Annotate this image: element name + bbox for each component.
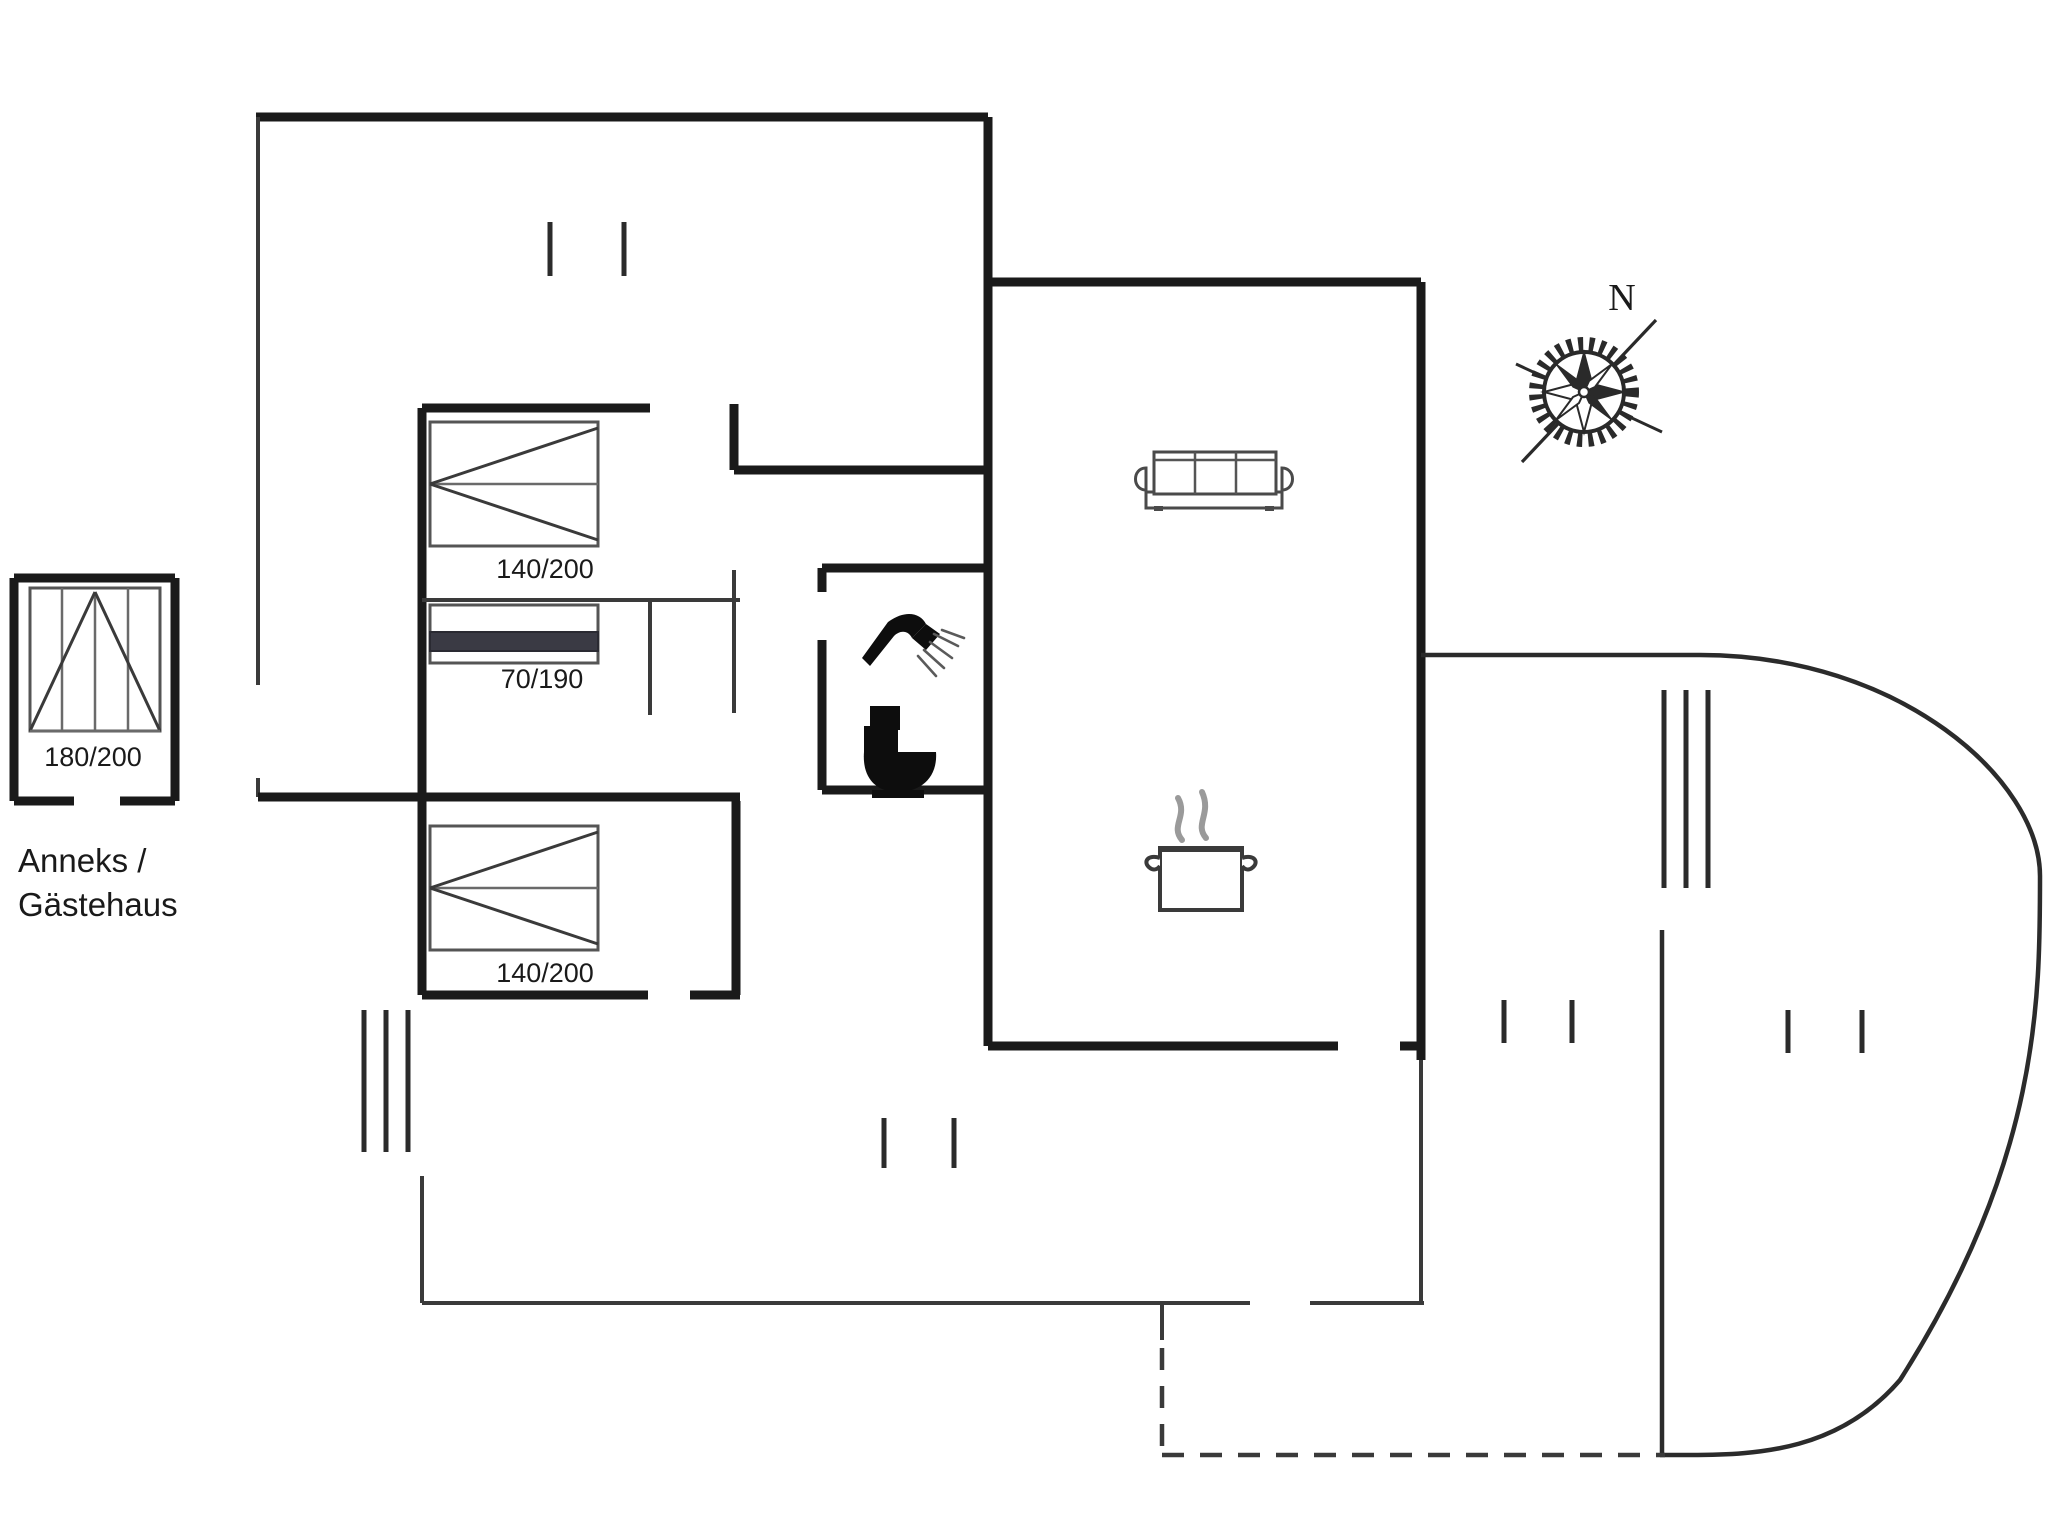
pot-handle-left (1144, 855, 1162, 872)
shower-icon (862, 613, 966, 678)
terrace-arc-outline (1689, 652, 2043, 1458)
compass-star (1540, 349, 1627, 436)
pot-steam-left (1174, 795, 1185, 843)
bedroom-block-walls (258, 403, 741, 1000)
south-steps-marker (361, 1010, 411, 1152)
compass-north-label: N (1608, 277, 1635, 319)
bed-140-200-south: 140/200 (428, 824, 600, 988)
sofa-arm-right (1280, 466, 1294, 492)
shower-spray (916, 628, 966, 678)
main-house-outer-walls (256, 112, 1426, 1060)
bed-south-diagonal-lower (429, 886, 599, 946)
cooking-pot-icon (1144, 789, 1258, 912)
annex-building: 180/200 Anneks / Gästehaus (9, 573, 180, 923)
annex-bed-diagonal-right (93, 591, 162, 732)
bed-single-mattress-bar (429, 631, 599, 652)
south-window-marks (881, 1118, 957, 1168)
bed-south-dimension-label: 140/200 (496, 958, 594, 988)
compass-rose-icon (1515, 318, 1663, 464)
toilet-bowl (863, 752, 937, 792)
terrace-steps-marker (1661, 690, 1711, 888)
annex-bed-180-200 (28, 586, 162, 733)
annex-bed-dimension-label: 180/200 (44, 742, 142, 772)
compass-outer-teeth (1529, 337, 1639, 447)
compass-hub (1577, 385, 1591, 399)
bed-single-dimension-label: 70/190 (501, 664, 584, 694)
sofa-back (1152, 450, 1278, 496)
bed-north-diagonal-upper (429, 426, 599, 486)
pot-steam-right (1198, 789, 1209, 841)
bed-south-diagonal-upper (429, 830, 599, 890)
upper-window-marks (547, 222, 627, 276)
bed-140-200-north: 140/200 (428, 420, 600, 584)
annex-label-line-2: Gästehaus (18, 886, 178, 923)
south-terrace-outline (361, 1010, 1250, 1305)
shower-head (912, 624, 940, 650)
toilet-column (864, 726, 898, 756)
pot-handle-right (1240, 855, 1258, 872)
sofa-arm-left (1134, 466, 1148, 492)
annex-bed-diagonal-left (28, 591, 97, 732)
sofa-foot-left (1154, 506, 1163, 511)
sofa-icon (1134, 450, 1294, 511)
bed-70-190-single: 70/190 (428, 603, 600, 694)
sofa-foot-right (1265, 506, 1274, 511)
toilet-base (872, 790, 924, 798)
toilet-icon (863, 706, 937, 798)
terrace-window-marks (1501, 1000, 1865, 1053)
shower-arm (862, 613, 926, 666)
bed-north-diagonal-lower (429, 482, 599, 542)
terrace-rounded-section (1159, 652, 2043, 1458)
bed-north-dimension-label: 140/200 (496, 554, 594, 584)
annex-label-line-1: Anneks / (18, 842, 147, 879)
pot-body (1158, 846, 1244, 912)
